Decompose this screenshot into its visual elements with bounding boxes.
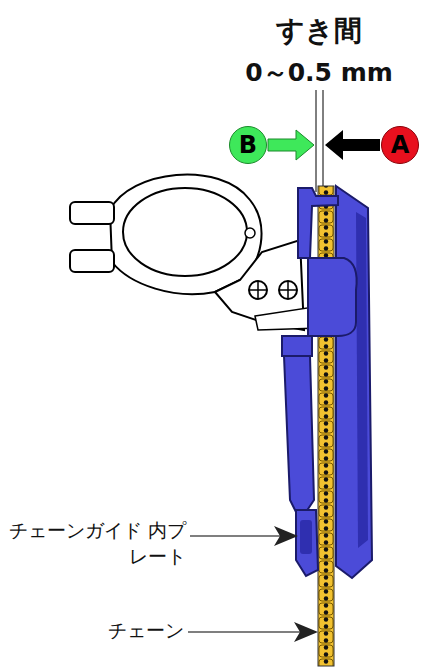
guide-top: [298, 188, 338, 258]
callout-circle-a: A: [381, 126, 419, 164]
callout-letter: B: [239, 133, 257, 157]
gap-line: [323, 90, 324, 192]
link-joint: [282, 336, 312, 356]
push-arrow: [325, 130, 380, 160]
leader-line: [190, 535, 282, 536]
outer-plate-shade: [356, 212, 368, 548]
screw: [249, 281, 267, 299]
leader-arrowhead: [274, 526, 298, 546]
gap-line: [316, 90, 317, 192]
clamp-clip: [70, 202, 114, 224]
pivot-block: [308, 258, 357, 336]
callout-circle-b: B: [229, 126, 267, 164]
clamp-clip: [70, 250, 114, 272]
clamp-bore: [123, 188, 247, 276]
link-arm: [284, 356, 314, 512]
dimension: 0～0.5 mm: [245, 56, 393, 90]
inner-plate: [296, 510, 318, 576]
push-arrow: [268, 130, 314, 160]
gap-title: すき間: [276, 12, 362, 50]
leader-line: [188, 631, 302, 632]
outer-plate: [336, 186, 372, 578]
leader-arrowhead: [294, 622, 318, 642]
pin: [245, 228, 255, 238]
clamp-band: [110, 175, 261, 295]
part-name: チェーン: [108, 618, 184, 644]
inner-plate-shade: [300, 520, 312, 554]
screw-slot: [280, 282, 296, 298]
screw-slot: [250, 282, 266, 298]
callout-letter: A: [391, 133, 410, 157]
screw: [279, 281, 297, 299]
part-name: チェーンガイド 内プレート: [6, 518, 186, 569]
